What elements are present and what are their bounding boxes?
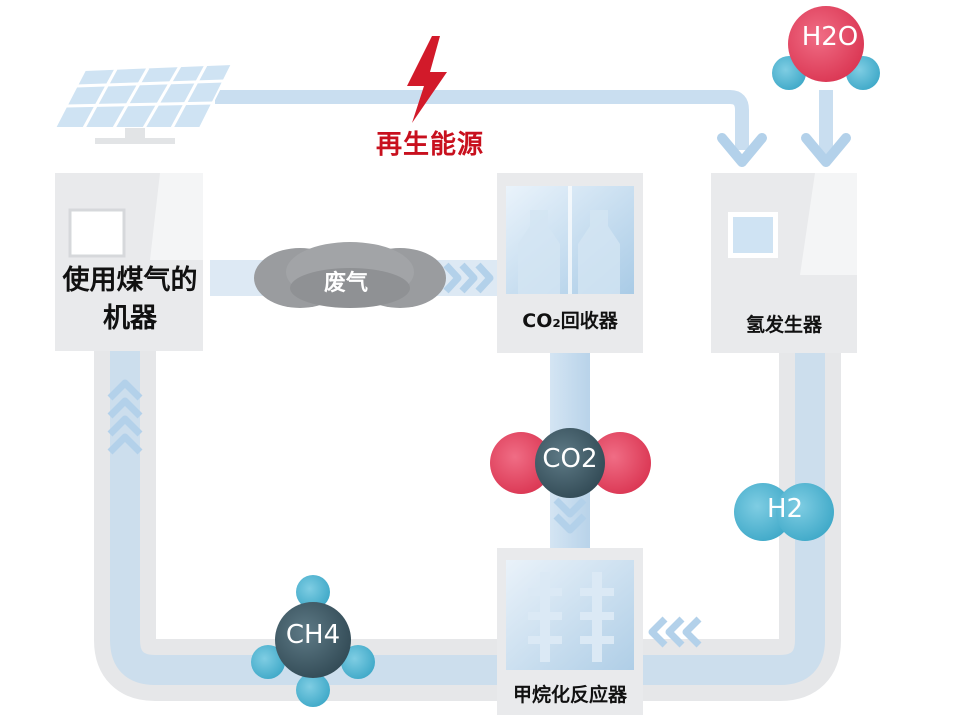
co2-recovery-unit <box>497 173 643 353</box>
power-line <box>215 90 767 167</box>
co2-recovery-label: CO₂回收器 <box>522 310 618 332</box>
methanation-reactor-label: 甲烷化反应器 <box>512 684 627 706</box>
water-input-arrow <box>801 90 851 167</box>
hydrogen-inflow-chevrons <box>648 616 702 648</box>
lightning-bolt-icon <box>407 36 447 123</box>
methane-molecule-label: CH4 <box>285 620 341 650</box>
solar-panel-icon <box>53 62 234 144</box>
water-molecule-icon <box>772 6 880 90</box>
waste-gas-label: 废气 <box>323 271 368 296</box>
hydrogen-generator-label: 氢发生器 <box>745 314 822 336</box>
gas-engine-label: 使用煤气的 机器 <box>50 262 210 338</box>
return-loop-track <box>94 350 841 701</box>
gas-engine-label-line2: 机器 <box>103 303 157 334</box>
methanation-reactor-unit <box>497 548 643 715</box>
gas-engine-machine <box>55 173 203 351</box>
methane-return-chevrons <box>107 379 143 455</box>
water-molecule-label: H2O <box>801 22 859 52</box>
gas-engine-label-line1: 使用煤气的 <box>62 265 198 296</box>
methane-molecule-icon <box>251 575 375 707</box>
hydrogen-molecule-label: H2 <box>766 494 804 524</box>
waste-gas-cloud <box>254 242 446 308</box>
carbon-dioxide-molecule-icon <box>490 428 651 498</box>
renewable-energy-label: 再生能源 <box>375 130 484 160</box>
hydrogen-molecule-icon <box>734 483 834 541</box>
carbon-dioxide-molecule-label: CO2 <box>542 444 598 474</box>
hydrogen-generator-unit <box>711 173 857 353</box>
